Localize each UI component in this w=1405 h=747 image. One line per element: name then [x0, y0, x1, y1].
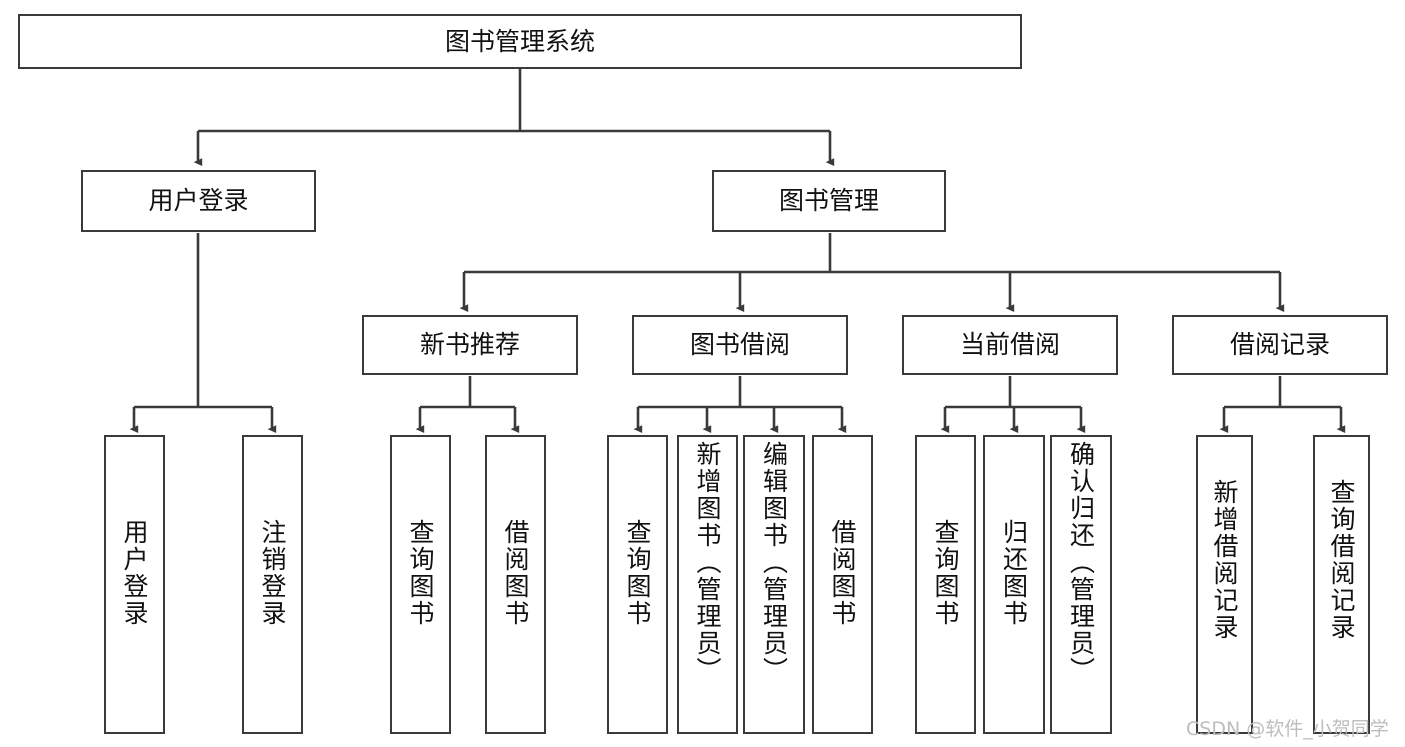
node-root-label: 图书管理系统	[444, 26, 595, 56]
node-new-book-recommend-label: 新书推荐	[419, 330, 520, 360]
node-borrow-record[interactable]: 借阅记录	[1172, 315, 1388, 375]
node-leaf-borrow-book-1[interactable]: 借阅图书	[485, 435, 546, 734]
node-leaf-query-borrow-record-label: 查询借阅记录	[1327, 479, 1356, 641]
node-leaf-logout-login[interactable]: 注销登录	[242, 435, 303, 734]
node-leaf-add-book-admin-label: 新增图书（管理员）	[693, 441, 722, 684]
node-leaf-add-borrow-record-label: 新增借阅记录	[1210, 479, 1239, 641]
node-leaf-logout-login-label: 注销登录	[258, 519, 287, 627]
node-borrow-record-label: 借阅记录	[1229, 330, 1330, 360]
node-book-borrow[interactable]: 图书借阅	[632, 315, 848, 375]
node-leaf-add-borrow-record[interactable]: 新增借阅记录	[1196, 435, 1253, 734]
node-book-manage-label: 图书管理	[778, 186, 879, 216]
node-current-borrow-label: 当前借阅	[959, 330, 1060, 360]
node-leaf-query-book-1[interactable]: 查询图书	[390, 435, 451, 734]
node-book-manage[interactable]: 图书管理	[712, 170, 946, 232]
node-leaf-user-login-label: 用户登录	[120, 519, 149, 627]
node-leaf-confirm-return-admin-label: 确认归还（管理员）	[1066, 441, 1096, 684]
node-leaf-edit-book-admin-label: 编辑图书（管理员）	[759, 441, 789, 684]
node-user-login[interactable]: 用户登录	[81, 170, 316, 232]
node-leaf-query-borrow-record[interactable]: 查询借阅记录	[1313, 435, 1370, 734]
node-leaf-add-book-admin[interactable]: 新增图书（管理员）	[677, 435, 738, 734]
node-leaf-query-book-3-label: 查询图书	[931, 519, 960, 627]
node-leaf-query-book-1-label: 查询图书	[406, 519, 435, 627]
node-leaf-query-book-2[interactable]: 查询图书	[607, 435, 668, 734]
node-leaf-borrow-book-2-label: 借阅图书	[828, 519, 857, 627]
node-leaf-return-book[interactable]: 归还图书	[983, 435, 1045, 734]
node-leaf-query-book-3[interactable]: 查询图书	[915, 435, 976, 734]
node-current-borrow[interactable]: 当前借阅	[902, 315, 1118, 375]
csdn-watermark: CSDN @软件_小贺同学	[1186, 718, 1389, 740]
node-leaf-query-book-2-label: 查询图书	[623, 519, 652, 627]
node-leaf-return-book-label: 归还图书	[999, 519, 1029, 627]
node-leaf-edit-book-admin[interactable]: 编辑图书（管理员）	[743, 435, 805, 734]
node-leaf-borrow-book-2[interactable]: 借阅图书	[812, 435, 873, 734]
node-leaf-user-login[interactable]: 用户登录	[104, 435, 165, 734]
node-leaf-confirm-return-admin[interactable]: 确认归还（管理员）	[1050, 435, 1112, 734]
node-book-borrow-label: 图书借阅	[689, 330, 790, 360]
node-leaf-borrow-book-1-label: 借阅图书	[501, 519, 530, 627]
node-root-system[interactable]: 图书管理系统	[18, 14, 1022, 69]
node-user-login-label: 用户登录	[148, 186, 249, 216]
node-new-book-recommend[interactable]: 新书推荐	[362, 315, 578, 375]
